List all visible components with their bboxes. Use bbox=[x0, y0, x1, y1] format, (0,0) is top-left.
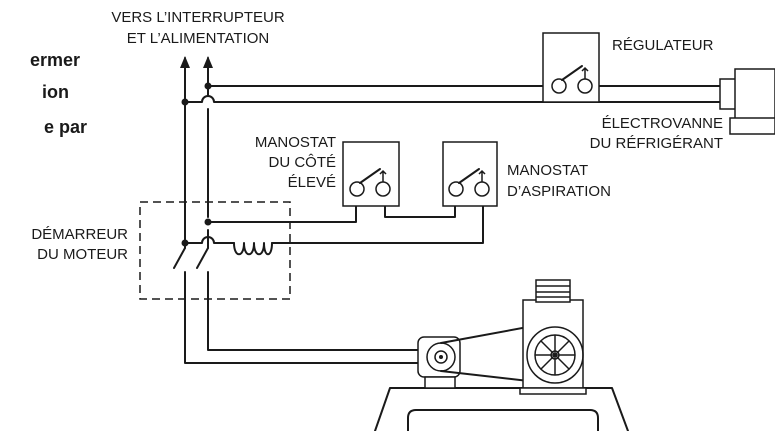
flywheel bbox=[526, 326, 584, 384]
heading-fragment-2: ion bbox=[42, 82, 69, 102]
heading-fragments: ermer ion e par bbox=[30, 50, 87, 137]
motor-starter: DÉMARREUR DU MOTEUR bbox=[31, 82, 419, 364]
solenoid-valve: ÉLECTROVANNE DU RÉFRIGÉRANT bbox=[590, 68, 775, 152]
control-wiring bbox=[184, 187, 484, 256]
supply-label: VERS L’INTERRUPTEUR ET L’ALIMENTATION bbox=[111, 9, 285, 47]
suction-switch-box bbox=[442, 141, 498, 207]
supply-lines bbox=[180, 56, 213, 249]
high-side-label-line-2: DU CÔTÉ bbox=[269, 154, 337, 171]
solenoid-label-line-1: ÉLECTROVANNE bbox=[602, 115, 723, 132]
supply-label-line-1: VERS L’INTERRUPTEUR bbox=[111, 9, 285, 26]
suction-label-line-2: D’ASPIRATION bbox=[507, 183, 611, 200]
regulator: RÉGULATEUR bbox=[542, 32, 714, 103]
starter-enclosure bbox=[139, 201, 291, 300]
regulator-box bbox=[542, 32, 600, 103]
high-side-label-line-1: MANOSTAT bbox=[255, 134, 336, 151]
supply-label-line-2: ET L’ALIMENTATION bbox=[127, 30, 270, 47]
upper-wiring bbox=[184, 85, 721, 103]
high-side-switch-box bbox=[342, 141, 400, 207]
high-side-label-line-3: ÉLEVÉ bbox=[288, 174, 336, 191]
supply-arrow-left bbox=[180, 56, 190, 68]
regulator-label: RÉGULATEUR bbox=[612, 37, 714, 54]
starter-label-line-1: DÉMARREUR bbox=[31, 226, 128, 243]
suction-label-line-1: MANOSTAT bbox=[507, 162, 588, 179]
solenoid-label-line-2: DU RÉFRIGÉRANT bbox=[590, 135, 723, 152]
suction-pressure-switch: MANOSTAT D’ASPIRATION bbox=[442, 141, 611, 207]
heading-fragment-1: ermer bbox=[30, 50, 80, 70]
heading-fragment-3: e par bbox=[44, 117, 87, 137]
compressor-unit bbox=[374, 279, 629, 431]
supply-arrow-right bbox=[203, 56, 213, 68]
starter-label-line-2: DU MOTEUR bbox=[37, 246, 128, 263]
high-side-pressure-switch: MANOSTAT DU CÔTÉ ÉLEVÉ bbox=[255, 134, 400, 207]
